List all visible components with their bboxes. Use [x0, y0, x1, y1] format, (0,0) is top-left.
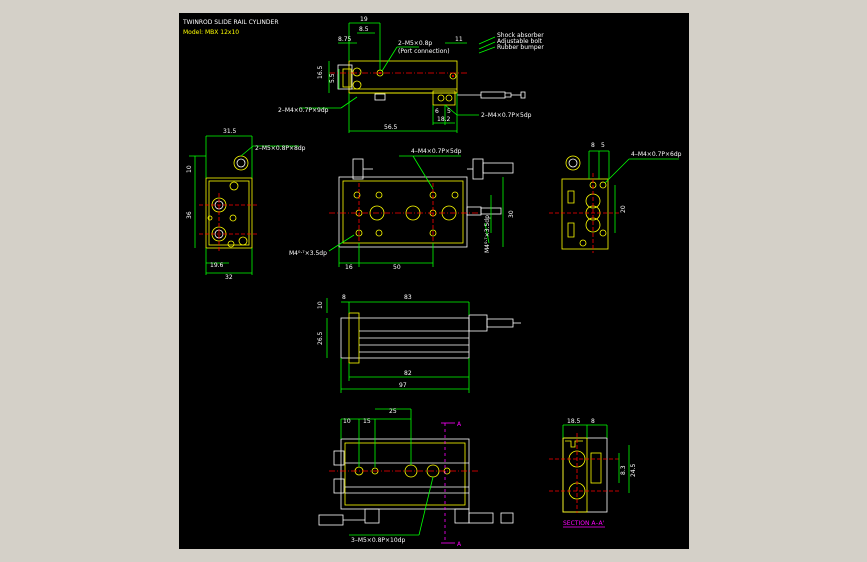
dim-6: 6 — [435, 108, 439, 115]
section-label: SECTION A–A' — [563, 520, 605, 527]
dim-83: 83 — [404, 294, 412, 301]
dim-8-75: 8.75 — [338, 36, 352, 43]
dim-10-bottom: 10 — [343, 418, 351, 425]
dim-56-5: 56.5 — [384, 124, 398, 131]
port-sub-label: (Port connection) — [398, 48, 450, 55]
dim-50: 50 — [393, 264, 401, 271]
cad-viewport[interactable]: TWINROD SLIDE RAIL CYLINDER Model: MBX 1… — [179, 13, 689, 549]
m4-left-label: 2–M4×0.7P×9dp — [278, 107, 329, 114]
dim-8-5: 8.5 — [359, 26, 369, 33]
m4-right-label: 2–M4×0.7P×5dp — [481, 112, 532, 119]
right-end-view — [549, 150, 679, 253]
dim-24-5: 24.5 — [630, 463, 637, 477]
legend-item-2: Adjustable bolt — [497, 38, 543, 45]
dim-10-side: 10 — [317, 301, 324, 309]
dim-5-right: 5 — [601, 142, 605, 149]
legend-item-3: Rubber bumper — [497, 44, 544, 51]
dim-8-side: 8 — [342, 294, 346, 301]
dim-19-6: 19.6 — [210, 262, 224, 269]
dim-10: 10 — [186, 165, 193, 173]
right-m4-label: 4–M4×0.7P×6dp — [631, 151, 682, 158]
dim-97: 97 — [399, 382, 407, 389]
drawing-canvas: TWINROD SLIDE RAIL CYLINDER Model: MBX 1… — [179, 13, 689, 549]
front-view-labels: 4–M4×0.7P×5dp 16 50 30 M4⁰·⁷×3.5dp M4⁰·⁷… — [289, 148, 515, 271]
front-view — [328, 155, 514, 267]
dim-8-section: 8 — [591, 418, 595, 425]
section-view — [549, 424, 630, 528]
dim-82: 82 — [404, 370, 412, 377]
dim-16-5: 16.5 — [317, 65, 324, 79]
top-view — [299, 22, 526, 133]
bottom-view-labels: 10 15 25 A A 3–M5×0.8P×10dp — [343, 408, 462, 548]
dim-18-2: 18.2 — [437, 116, 451, 123]
left-end-view — [189, 135, 299, 275]
dim-32: 32 — [225, 274, 233, 281]
dim-30: 30 — [508, 210, 515, 218]
section-view-labels: 18.5 8 8.3 24.5 SECTION A–A' — [563, 418, 637, 527]
dim-15: 15 — [363, 418, 371, 425]
dim-18-5: 18.5 — [567, 418, 581, 425]
drawing-background — [179, 13, 689, 549]
model-text: Model: MBX 12x10 — [183, 29, 239, 36]
left-end-view-labels: 31.5 10 36 19.6 32 2–M5×0.8P×8dp — [186, 128, 306, 281]
dim-25: 25 — [389, 408, 397, 415]
front-m4-label: 4–M4×0.7P×5dp — [411, 148, 462, 155]
front-m4-right-label: M4⁰·⁷×3.5dp — [484, 215, 491, 253]
m5-label: 2–M5×0.8P×8dp — [255, 145, 306, 152]
section-marker-bottom: A — [457, 541, 462, 548]
side-view — [326, 298, 521, 393]
title-block: TWINROD SLIDE RAIL CYLINDER Model: MBX 1… — [182, 19, 279, 36]
dim-26-5: 26.5 — [317, 331, 324, 345]
dim-20: 20 — [620, 205, 627, 213]
side-view-labels: 83 8 10 26.5 82 97 — [317, 294, 412, 389]
port-label: 2–M5×0.8p — [398, 40, 432, 47]
dim-16: 16 — [345, 264, 353, 271]
dim-36: 36 — [186, 211, 193, 219]
title-text: TWINROD SLIDE RAIL CYLINDER — [182, 19, 279, 26]
legend-item-1: Shock absorber — [497, 32, 544, 39]
front-m4-left-label: M4⁰·⁷×3.5dp — [289, 250, 327, 257]
dim-8-right: 8 — [591, 142, 595, 149]
dim-19: 19 — [360, 16, 368, 23]
right-end-view-labels: 8 5 20 4–M4×0.7P×6dp — [591, 142, 682, 213]
section-marker-top: A — [457, 421, 462, 428]
bottom-view — [318, 408, 514, 544]
dim-31-5: 31.5 — [223, 128, 237, 135]
bottom-m5-label: 3–M5×0.8P×10dp — [351, 537, 405, 544]
top-view-labels: 19 8.5 8.75 11 16.5 5.5 56.5 18.2 6 5 2–… — [278, 16, 544, 131]
dim-5: 5 — [447, 108, 451, 115]
dim-5-5: 5.5 — [329, 73, 336, 83]
dim-8-3: 8.3 — [620, 465, 627, 475]
dim-11: 11 — [455, 36, 463, 43]
